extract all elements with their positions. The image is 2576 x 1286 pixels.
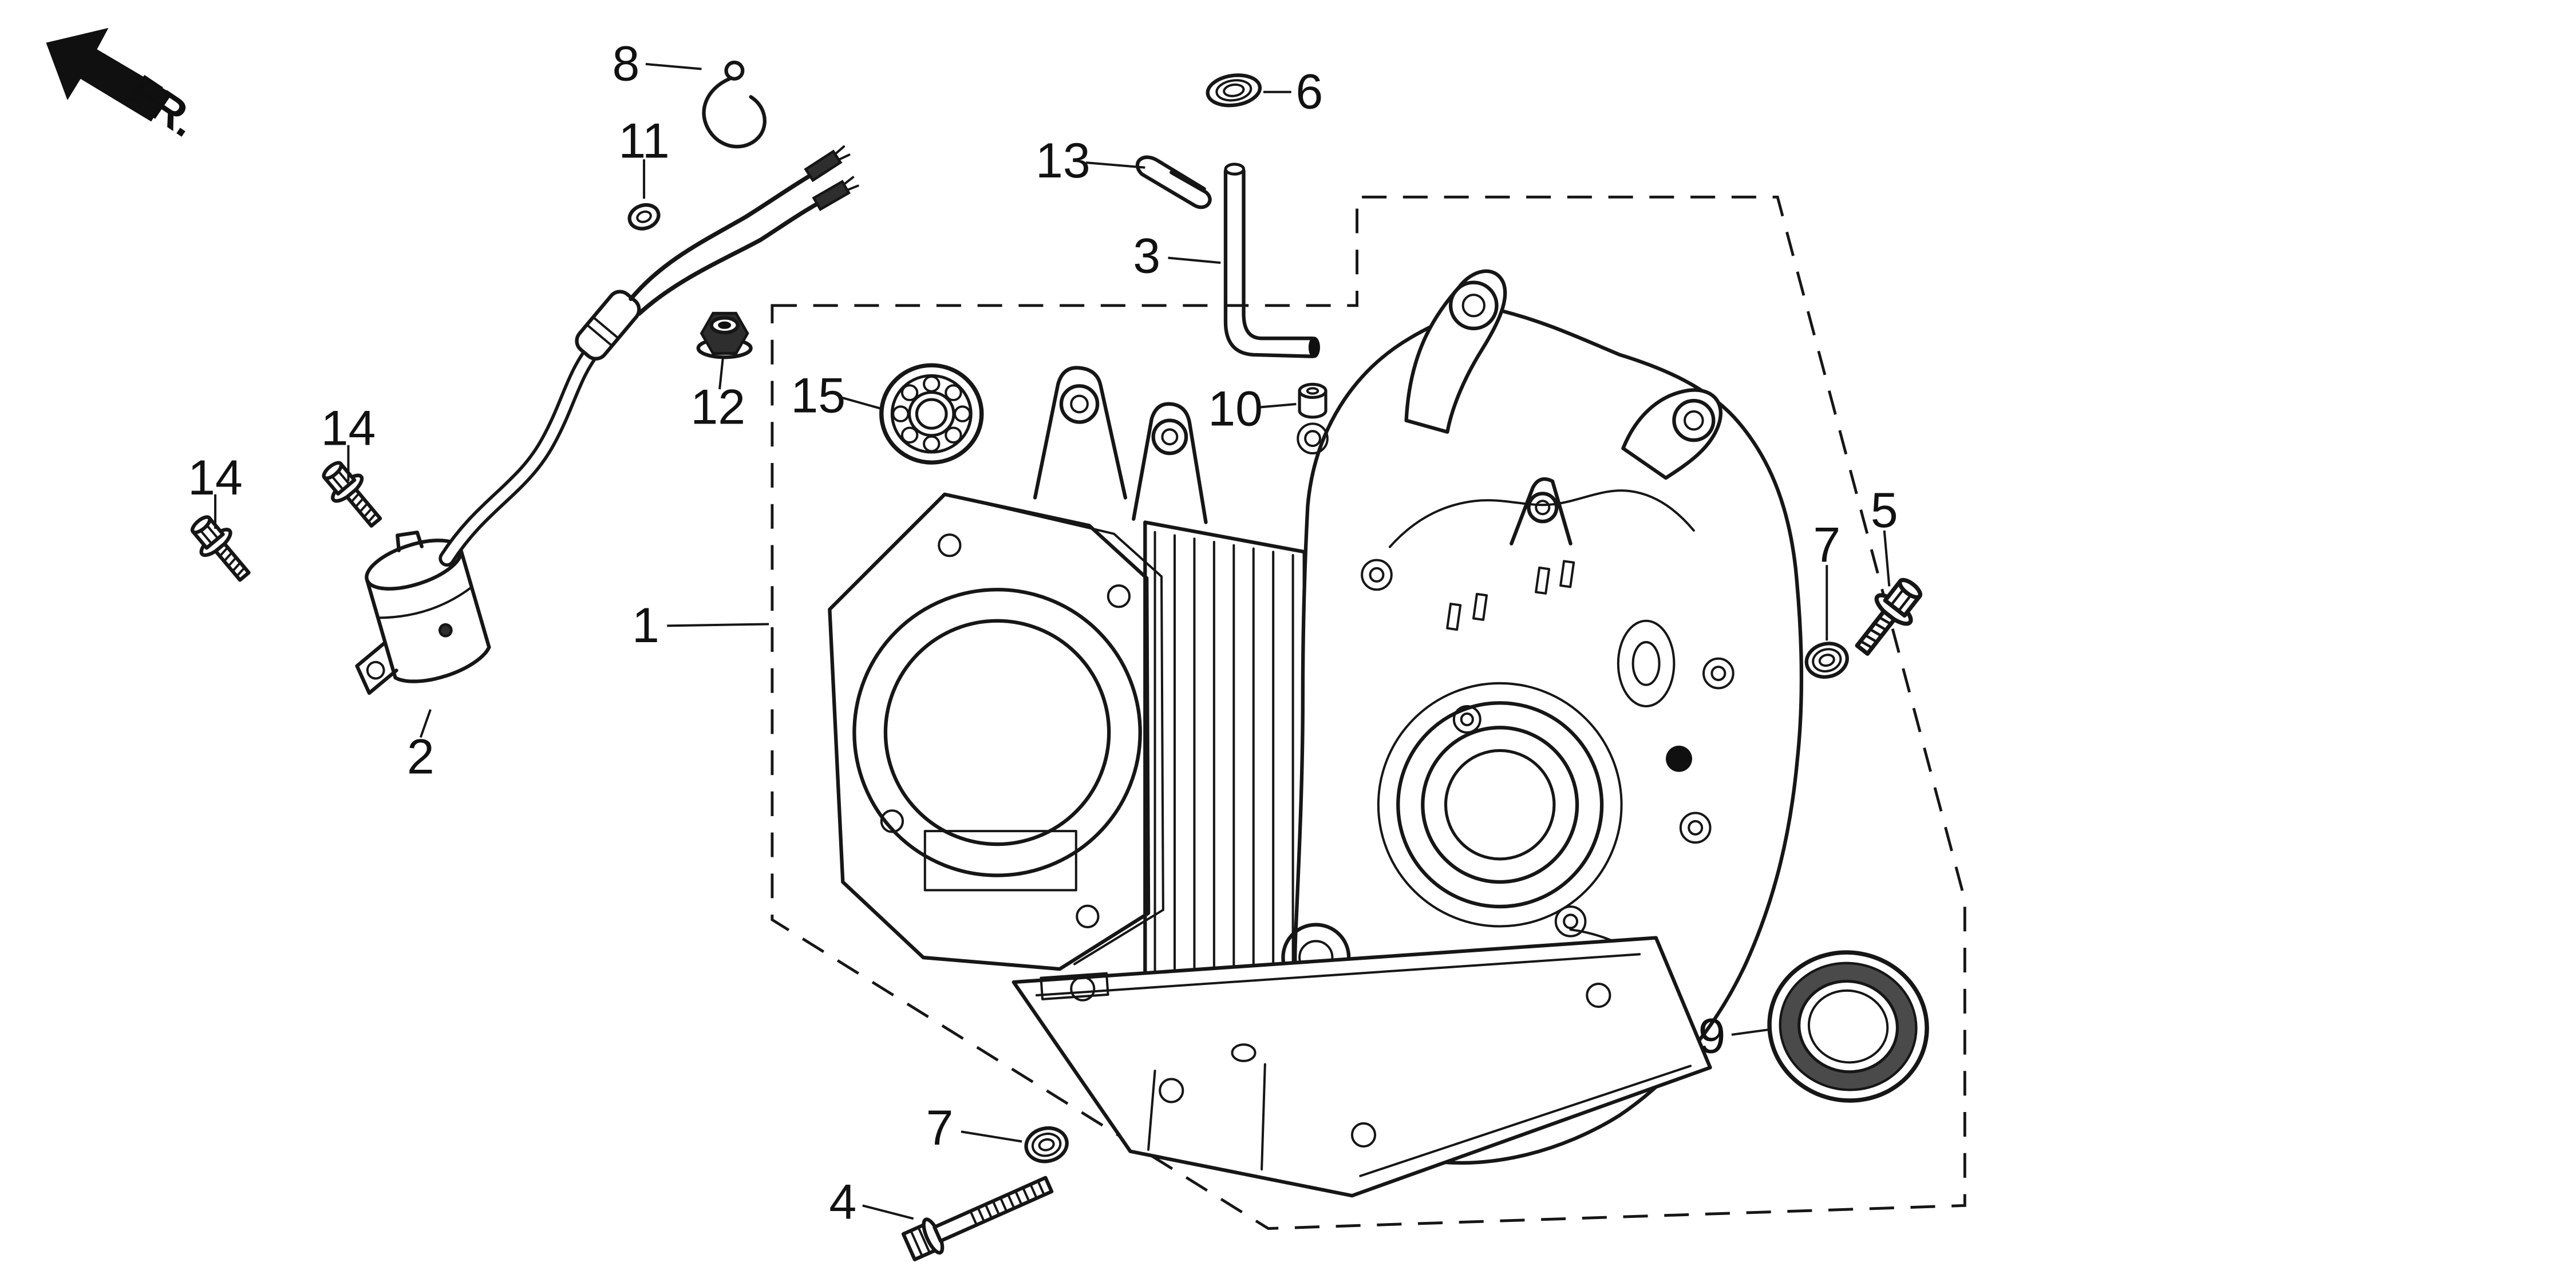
callout-label-10: 10 [1208, 381, 1263, 436]
cylinder-bore [883, 619, 1111, 846]
bolt-threads [350, 492, 377, 524]
leader-line [961, 1130, 1022, 1143]
leader-line [1258, 402, 1297, 409]
bolt-threads [969, 1180, 1046, 1226]
callout-label-11: 11 [618, 113, 669, 168]
seal-ring-small [627, 203, 661, 231]
leader-line [840, 396, 883, 410]
oil-seal [1767, 950, 1929, 1103]
callout-label-14-upper: 14 [321, 401, 376, 456]
barrel-hanger-brackets [1033, 366, 1208, 524]
flange-bolt-14-lower [190, 515, 251, 582]
sealing-washer [1206, 73, 1262, 108]
callout-label-12: 12 [690, 379, 745, 434]
hex-bolt-4 [901, 1176, 1054, 1261]
sensor-unit-body [355, 531, 491, 695]
breather-tube [1223, 163, 1320, 358]
lead-wire-2 [637, 196, 829, 316]
main-bearing-bore [1377, 682, 1623, 928]
leader-line [645, 62, 702, 70]
callout-label-7-bottom: 7 [926, 1101, 954, 1156]
leader-line [1731, 1028, 1768, 1036]
callout-label-2: 2 [407, 730, 434, 785]
sensor-unit-assembly [355, 145, 859, 695]
leader-line [1883, 530, 1891, 587]
leader-line [718, 358, 724, 390]
callout-label-9: 9 [1698, 1008, 1725, 1063]
mounting-ear [355, 641, 398, 695]
lead-wire-1 [629, 168, 820, 302]
callout-label-13: 13 [1036, 133, 1091, 188]
callout-label-15: 15 [791, 368, 846, 423]
crankcase-base-flange [1012, 936, 1712, 1198]
wire-terminal-2 [812, 176, 859, 211]
leader-line [862, 1204, 914, 1220]
callout-label-8: 8 [613, 37, 640, 92]
cooling-fins [1153, 531, 1294, 1066]
callout-labels: 1 2 3 4 5 6 7 7 8 9 10 11 12 13 14 14 15 [188, 37, 1898, 1230]
case-gasket-edge [1388, 489, 1695, 548]
hairpin-clip [1135, 155, 1212, 209]
leader-line [419, 709, 432, 738]
fr-arrow-icon [46, 27, 169, 122]
case-plug-dot [1666, 745, 1692, 772]
gasket-bore-opening [852, 588, 1142, 877]
bearing-balls [892, 375, 971, 453]
breather-grommet [1298, 382, 1327, 419]
crankcase-arm-left [1404, 269, 1507, 434]
fr-direction-arrow: FR. [46, 27, 206, 147]
washer-7-right [1804, 642, 1849, 679]
tube-opening [1308, 337, 1320, 358]
assembly-boundary-dashed-box [771, 195, 1966, 1230]
callout-label-7-right: 7 [1813, 517, 1840, 572]
callout-label-3: 3 [1133, 228, 1160, 283]
leader-line [1085, 161, 1145, 169]
callout-label-1: 1 [632, 598, 659, 653]
flange-slot [1040, 972, 1109, 1000]
leader-line [667, 623, 769, 627]
callout-label-6: 6 [1295, 64, 1323, 119]
bolt-threads [1859, 616, 1893, 650]
bolt-threads [219, 546, 246, 577]
crankcase [1281, 269, 1804, 1165]
engine-block-assembly [828, 269, 1804, 1198]
side-opening [1617, 619, 1676, 707]
flange-bolt-5 [1855, 577, 1923, 656]
leader-lines [214, 62, 1891, 1220]
callout-label-5: 5 [1871, 483, 1898, 538]
callout-label-14-lower: 14 [188, 450, 243, 505]
cylinder-gasket [828, 492, 1164, 971]
flange-bolt-14-upper [322, 461, 382, 528]
washer-7-bottom [1024, 1126, 1069, 1164]
gasket-window [923, 830, 1077, 892]
breather-boss [1297, 422, 1329, 455]
harness-clip [702, 60, 767, 149]
wire-terminal-1 [804, 145, 851, 183]
ball-bearing [879, 363, 984, 465]
flange-nut [696, 311, 753, 359]
leader-line [1168, 256, 1221, 264]
callout-label-4: 4 [829, 1174, 856, 1229]
